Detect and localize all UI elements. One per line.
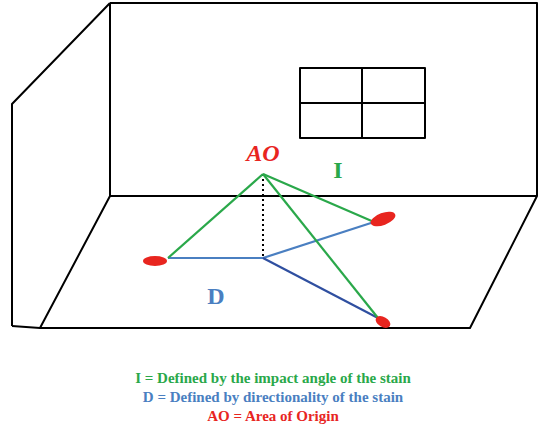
window-bar: [300, 102, 425, 104]
left-wall: [12, 3, 110, 326]
floor: [40, 196, 537, 328]
legend-line: I = Defined by the impact angle of the s…: [135, 370, 411, 387]
impact-label: I: [333, 157, 342, 183]
area-of-origin-label: AO: [246, 140, 279, 166]
directionality-line: [263, 222, 374, 258]
floor-edge: [12, 326, 40, 328]
window: [300, 68, 425, 138]
impact-angle-line: [263, 174, 374, 222]
directionality-label: D: [207, 283, 224, 309]
vertical-dotted-line: [262, 174, 264, 258]
back-wall: [110, 3, 537, 196]
impact-angle-line: [263, 174, 378, 318]
legend-line: AO = Area of Origin: [207, 408, 339, 425]
directionality-line: [263, 258, 378, 318]
wall-corner: [109, 3, 111, 196]
blood-stain: [369, 209, 398, 229]
legend-line: D = Defined by directionality of the sta…: [143, 389, 403, 406]
blood-stain: [374, 314, 393, 331]
impact-angle-line: [168, 174, 263, 258]
directionality-line: [168, 257, 263, 259]
blood-stain: [143, 256, 167, 266]
